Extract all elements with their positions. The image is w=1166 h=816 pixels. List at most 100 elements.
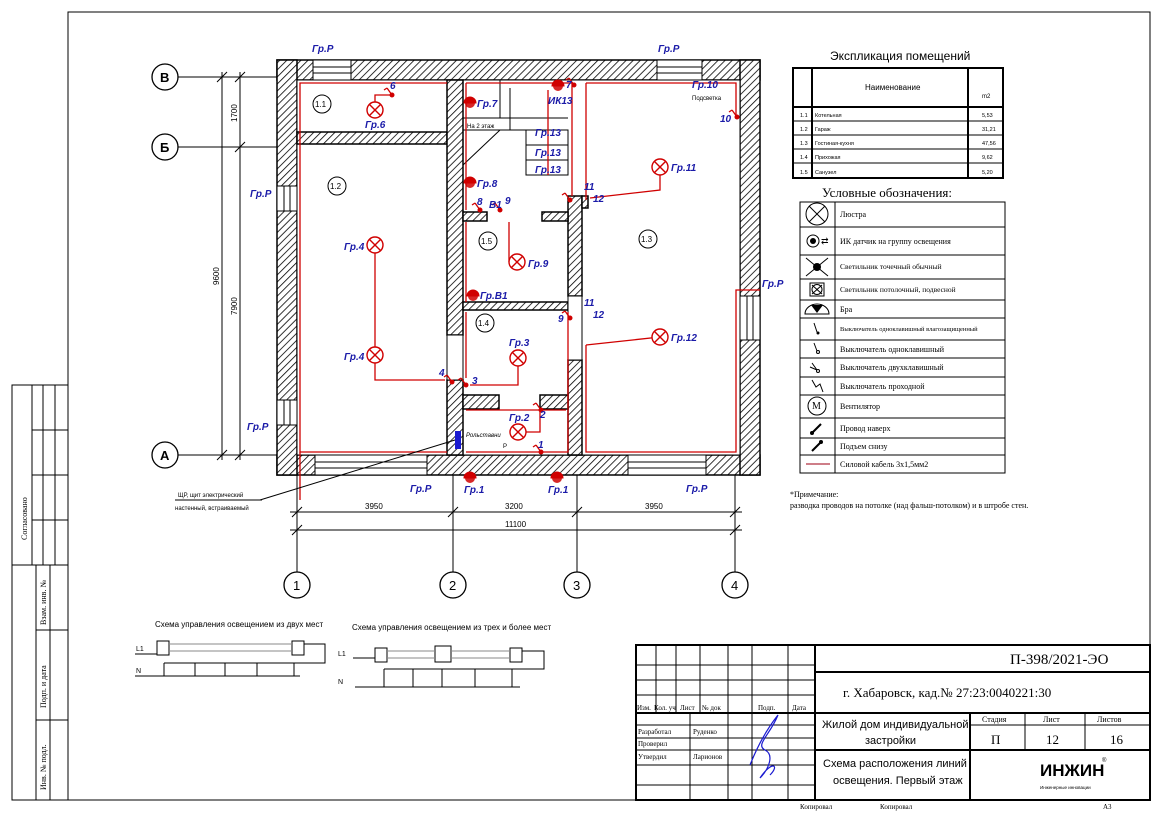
dimensions: 9600 1700 7900 3950 3200 3950 11100 (212, 71, 742, 536)
side-stamp: Согласовано Взам. инв. № Подп. и дата Ин… (11, 384, 69, 801)
axis-v: В (160, 70, 169, 85)
wire-up-icon (810, 423, 822, 435)
wire-from-below-icon (811, 440, 823, 452)
sw-num-12: 12 (593, 310, 605, 321)
label-gr4: Гр.4 (344, 352, 365, 363)
label-gr7: Гр.7 (477, 99, 498, 110)
label-grb1: Гр.В1 (480, 291, 508, 302)
sheet-label: Лист (1043, 715, 1060, 724)
dim-3950-left: 3950 (365, 502, 383, 511)
spotlight-icon (805, 257, 829, 277)
legend-label: Люстра (840, 210, 867, 219)
ceiling-light-icon (809, 282, 825, 297)
address: г. Хабаровск, кад.№ 27:23:0040221:30 (843, 685, 1051, 700)
label-gr12: Гр.12 (671, 333, 697, 344)
replace-inv-label: Взам. инв. № (39, 580, 48, 625)
room-1-1: 1.1 (315, 100, 327, 109)
role-approved: Утвердил (638, 753, 667, 761)
copied-label-2: Копировал (880, 803, 913, 811)
two-place-control-scheme: Схема управления освещением из двух мест… (135, 620, 326, 677)
label-gr-p: Гр.Р (658, 44, 680, 55)
double-switch-icon (809, 362, 820, 373)
axis-b: Б (160, 140, 169, 155)
legend-label: Силовой кабель 3x1,5мм2 (840, 460, 928, 469)
exp-area: 9,62 (982, 155, 993, 161)
legend-label: Провод наверх (840, 424, 890, 433)
label-p: Р (503, 444, 507, 450)
stairs-note: На 2 этаж (467, 124, 494, 130)
exp-area: 5,20 (982, 170, 993, 176)
object-name-line2: застройки (865, 735, 916, 747)
ir-sensor-icon: ⇄ (806, 234, 829, 248)
document-code: П-398/2021-ЭО (1010, 652, 1109, 668)
role-developed: Разработал (638, 728, 672, 736)
exp-name: Гараж (815, 127, 831, 133)
scheme-n: N (136, 668, 141, 675)
name-approved: Ларионов (693, 753, 723, 761)
grid-axes: В Б А 1 2 3 4 (151, 63, 749, 599)
label-gr13: Гр.13 (535, 128, 561, 139)
label-gr6: Гр.6 (365, 120, 386, 131)
label-gr-p: Гр.Р (312, 44, 334, 55)
sheet-title-line1: Схема расположения линий (823, 758, 967, 770)
lamp-gr4-icon (366, 346, 384, 364)
sw-num-3: 3 (472, 376, 478, 387)
legend-label: ИК датчик на группу освещения (840, 237, 951, 246)
sw-num-2: 2 (539, 410, 546, 421)
exp-num: 1.4 (800, 155, 808, 161)
legend-label: Выключатель одноклавишный влагозащищенны… (840, 326, 978, 333)
col-ndok: № док (702, 704, 721, 712)
panel-line2: настенный, встраиваемый (175, 505, 249, 512)
lamp-gr6-icon (366, 101, 384, 119)
company-logo: ИНЖИН (1040, 761, 1104, 780)
col-list: Лист (680, 704, 695, 712)
exp-name: Прихожая (815, 155, 841, 161)
sw-num-12: 12 (593, 194, 605, 205)
label-gr-p: Гр.Р (410, 484, 432, 495)
room-1-2: 1.2 (330, 182, 342, 191)
wall-lamp-gr1-icon (463, 471, 477, 484)
scheme-n: N (338, 679, 343, 686)
legend-label: Выключатель одноклавишный (840, 345, 945, 354)
pass-switch-icon (811, 379, 824, 393)
copied-label-1: Копировал (800, 803, 833, 811)
axis-2: 2 (449, 578, 456, 593)
three-place-control-scheme: Схема управления освещением из трех и бо… (338, 623, 551, 688)
label-gr11: Гр.11 (671, 163, 697, 174)
label-gr-p: Гр.Р (247, 422, 269, 433)
panel-line1: ЩР, щит электрический (178, 492, 243, 499)
lamp-gr4-icon (366, 236, 384, 254)
label-gr4: Гр.4 (344, 242, 365, 253)
wall-lamp-gr1-icon (550, 471, 564, 484)
room-1-3: 1.3 (641, 235, 653, 244)
label-b1: В1 (489, 200, 502, 211)
sw-num-4: 4 (438, 368, 445, 379)
scheme-two-title: Схема управления освещением из двух мест (155, 620, 323, 629)
title-block: Изм. Кол. уч Лист № док Подп. Дата Разра… (635, 644, 1151, 811)
room-1-4: 1.4 (478, 319, 490, 328)
legend-title: Условные обозначения: (822, 185, 952, 200)
stage-label: Стадия (982, 715, 1007, 724)
group-labels: Гр.Р Гр.Р Гр.Р Гр.Р Гр.Р Гр.Р Гр.Р Гр.6 … (247, 44, 784, 496)
scheme-l1: L1 (136, 646, 144, 653)
exp-name: Санузел (815, 170, 836, 176)
exp-num: 1.3 (800, 141, 808, 147)
axis-3: 3 (573, 578, 580, 593)
role-checked: Проверил (638, 740, 668, 748)
lamp-gr11-icon (651, 158, 669, 176)
legend-label: Выключатель двухклавишный (840, 363, 944, 372)
axis-1: 1 (293, 578, 300, 593)
chandelier-icon (805, 202, 829, 226)
label-shutters: Рольставни (466, 433, 501, 439)
inv-orig-label: Инв. № подл. (39, 744, 48, 790)
exp-num: 1.2 (800, 127, 808, 133)
dim-3200: 3200 (505, 502, 523, 511)
lamp-gr9-icon (508, 253, 526, 271)
legend-label: Светильник точечный обычный (840, 262, 942, 271)
label-gr1: Гр.1 (464, 485, 485, 496)
dim-1700: 1700 (230, 104, 239, 122)
signature (749, 714, 779, 779)
sw-num-11: 11 (584, 298, 595, 309)
room-tags: 1.1 1.2 1.3 1.4 1.5 (312, 94, 658, 333)
lamp-gr3-icon (509, 349, 527, 367)
